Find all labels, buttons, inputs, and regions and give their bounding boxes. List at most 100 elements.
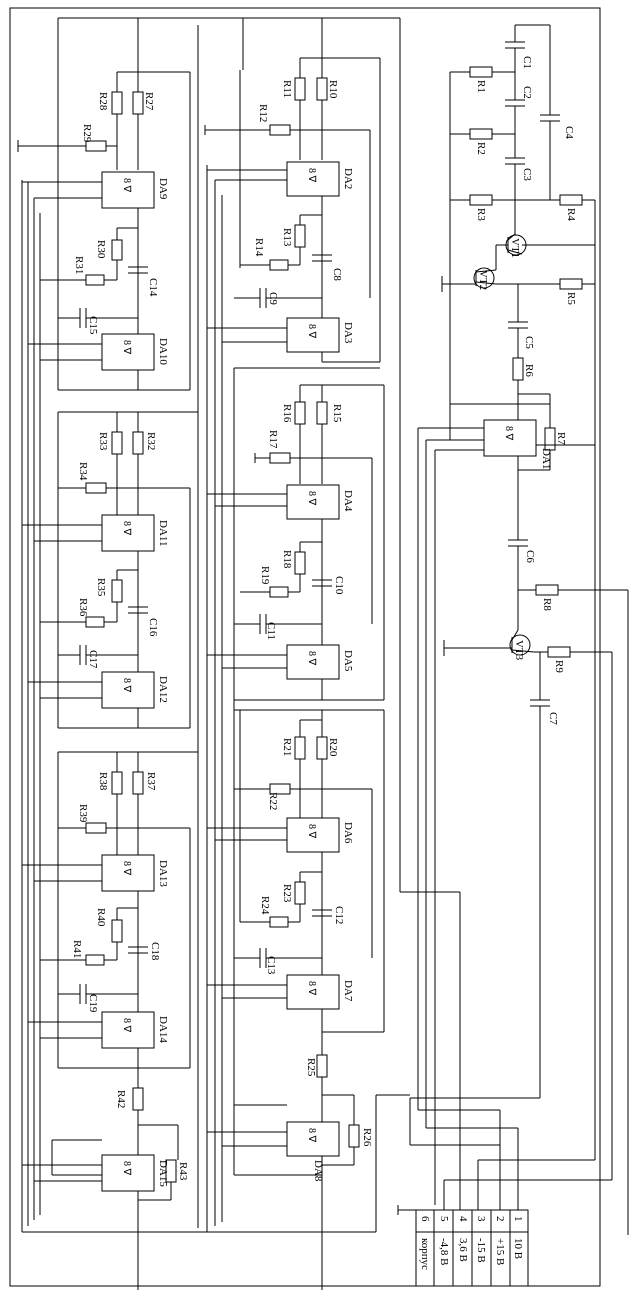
opamp-glyph-da10: 8 ∇ xyxy=(121,340,132,355)
connector-signal-5: -4,8 В xyxy=(438,1238,450,1266)
resistor-label-r13: R13 xyxy=(281,228,293,247)
resistor-label-r38: R38 xyxy=(97,772,109,791)
stage-da8 xyxy=(207,1094,410,1260)
resistor-label-r31: R31 xyxy=(73,256,85,274)
resistor-label-r21: R21 xyxy=(281,738,293,756)
resistor-label-r16: R16 xyxy=(281,404,293,423)
resistor-label-r22: R22 xyxy=(267,792,279,810)
stage-da3 xyxy=(207,317,380,369)
opamp-label-da8: DA8 xyxy=(312,1160,324,1182)
connector-pin-1: 1 xyxy=(512,1216,524,1222)
stage-da14 xyxy=(28,1011,190,1160)
resistor-label-r39: R39 xyxy=(77,804,89,823)
right-section xyxy=(22,24,629,1235)
opamp-label-da10: DA10 xyxy=(157,338,169,365)
opamp-glyph-da6: 8 ∇ xyxy=(306,824,317,839)
capacitor-label-c2: C2 xyxy=(521,86,533,99)
resistor-label-r34: R34 xyxy=(77,462,89,481)
opamp-label-da9: DA9 xyxy=(157,178,169,200)
capacitor-label-c6: C6 xyxy=(524,550,536,563)
opamp-glyph-da12: 8 ∇ xyxy=(121,678,132,693)
capacitor-label-c19: C19 xyxy=(87,994,99,1013)
resistor-label-r36: R36 xyxy=(77,598,89,617)
opamp-label-da5: DA5 xyxy=(342,650,354,672)
frame xyxy=(9,7,601,1287)
opamp-glyph-da14: 8 ∇ xyxy=(121,1018,132,1033)
opamp-glyph-da3: 8 ∇ xyxy=(306,324,317,339)
connector-signal-3: -15 В xyxy=(475,1238,487,1263)
opamp-label-da6: DA6 xyxy=(342,822,354,844)
resistor-label-r27: R27 xyxy=(143,92,155,111)
connector-signal-4: 3,6 В xyxy=(457,1238,469,1262)
resistor-label-r32: R32 xyxy=(145,432,157,450)
resistor-label-r1: R1 xyxy=(475,80,487,93)
opamp-label-da12: DA12 xyxy=(157,676,169,703)
stage-da11 xyxy=(22,411,198,728)
opamp-label-da7: DA7 xyxy=(342,980,354,1002)
resistor-label-r9: R9 xyxy=(553,660,565,673)
opamp-glyph-da7: 8 ∇ xyxy=(306,981,317,996)
transistor-label-vt1: VT1 xyxy=(509,238,521,258)
resistor-label-r18: R18 xyxy=(281,550,293,569)
left-busses xyxy=(21,17,460,1290)
opamp-label-da4: DA4 xyxy=(342,490,354,512)
stage-da13 xyxy=(22,751,198,1068)
resistor-label-r28: R28 xyxy=(97,92,109,111)
resistor-label-r42: R42 xyxy=(115,1090,127,1108)
resistor-label-r6: R6 xyxy=(523,364,535,377)
resistor-label-r11: R11 xyxy=(281,80,293,98)
resistor-label-r24: R24 xyxy=(259,896,271,915)
resistor-label-r41: R41 xyxy=(71,940,83,958)
capacitor-label-c18: C18 xyxy=(149,942,161,961)
resistor-label-r7: R7 xyxy=(555,432,567,445)
resistor-label-r19: R19 xyxy=(259,566,271,585)
opamp-glyph-da15: 8 ∇ xyxy=(121,1161,132,1176)
resistor-label-r10: R10 xyxy=(327,80,339,99)
resistor-label-r43: R43 xyxy=(177,1162,189,1181)
capacitor-label-c13: C13 xyxy=(265,956,277,975)
resistor-label-r40: R40 xyxy=(95,908,107,927)
opamp-label-da2: DA2 xyxy=(342,168,354,189)
capacitor-label-c9: C9 xyxy=(267,292,279,305)
connector-signal-6: корпус xyxy=(419,1238,431,1270)
opamp-glyph-da8: 8 ∇ xyxy=(306,1128,317,1143)
resistor-label-r4: R4 xyxy=(565,208,577,221)
resistor-label-r25: R25 xyxy=(305,1058,317,1077)
opamp-glyph-da9: 8 ∇ xyxy=(121,178,132,193)
transistor-label-vt3: VT3 xyxy=(513,640,525,661)
opamp-label-da15: DA15 xyxy=(157,1160,169,1187)
resistor-label-r14: R14 xyxy=(253,238,265,257)
resistor-label-r8: R8 xyxy=(541,598,553,611)
connector-pin-3: 3 xyxy=(475,1216,487,1222)
capacitor-label-c5: C5 xyxy=(523,336,535,349)
connector-signal-1: 10 В xyxy=(512,1238,524,1259)
capacitor-label-c11: C11 xyxy=(265,622,277,640)
opamp-label-da11: DA11 xyxy=(157,520,169,546)
stage-da7 xyxy=(207,974,384,1125)
opamp-label-da1: DA1 xyxy=(540,448,552,469)
capacitor-label-c1: C1 xyxy=(521,56,533,69)
stage-da6 xyxy=(207,709,385,1032)
stage-da12 xyxy=(28,671,190,729)
opamp-glyph-da13: 8 ∇ xyxy=(121,861,132,876)
capacitor-label-c3: C3 xyxy=(521,168,533,181)
capacitor-label-c10: C10 xyxy=(333,576,345,595)
resistor-label-r26: R26 xyxy=(361,1128,373,1147)
capacitor-label-c4: C4 xyxy=(563,126,575,139)
capacitor-label-c8: C8 xyxy=(331,268,343,281)
capacitor-label-c7: C7 xyxy=(547,712,559,725)
resistor-label-r12: R12 xyxy=(257,104,269,122)
opamp-glyph-da11: 8 ∇ xyxy=(121,521,132,536)
connector-table xyxy=(415,1209,529,1287)
capacitor-label-c12: C12 xyxy=(333,906,345,924)
stage-da15 xyxy=(22,1139,177,1270)
opamp-label-da14: DA14 xyxy=(157,1016,169,1043)
resistor-label-r2: R2 xyxy=(475,142,487,155)
resistor-label-r15: R15 xyxy=(331,404,343,423)
connector-pin-6: 6 xyxy=(419,1216,431,1222)
resistor-label-r23: R23 xyxy=(281,884,293,903)
capacitor-label-c15: C15 xyxy=(87,316,99,335)
resistor-label-r17: R17 xyxy=(267,430,279,449)
